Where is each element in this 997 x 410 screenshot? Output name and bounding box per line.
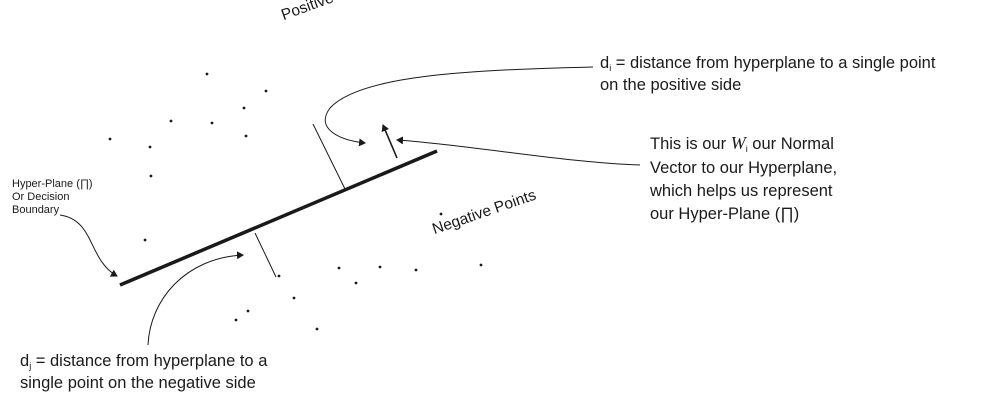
normal-label-line2: Vector to our Hyperplane, — [650, 158, 838, 177]
hyperplane-label-line3: Boundary — [12, 204, 60, 217]
w-symbol: W — [730, 133, 746, 153]
di-callout-arrow — [324, 66, 594, 147]
point-positive — [108, 137, 112, 141]
point-positive — [242, 106, 246, 110]
di-line1-text: = distance from hyperplane to a single p… — [611, 54, 936, 72]
point-negative — [479, 263, 483, 267]
point-positive — [264, 89, 268, 93]
point-positive — [149, 174, 153, 178]
point-negative — [143, 238, 147, 242]
hyperplane-label-line2: Or Decision — [12, 191, 70, 204]
hyperplane-line — [119, 149, 438, 287]
dj-label-line2: single point on the negative side — [20, 373, 256, 392]
normal-vector-arrow — [381, 124, 398, 159]
normal-label-pre: This is our — [650, 135, 731, 153]
point-positive — [148, 145, 152, 149]
di-symbol: d — [600, 54, 610, 72]
normal-label-line3: which helps us represent — [650, 181, 833, 200]
hyperplane-callout-arrow — [59, 214, 118, 277]
positive-distance-line — [312, 123, 346, 190]
point-negative — [292, 296, 296, 300]
point-positive — [244, 134, 248, 138]
point-negative — [246, 309, 250, 313]
di-label-line1: di = distance from hyperplane to a singl… — [600, 53, 935, 75]
di-label: di = distance from hyperplane to a singl… — [600, 53, 935, 96]
point-negative — [277, 274, 281, 278]
point-negative — [234, 318, 238, 322]
di-label-line2: on the positive side — [600, 75, 742, 94]
point-positive — [210, 121, 214, 125]
point-positive — [169, 119, 173, 123]
dj-label: dj = distance from hyperplane to a singl… — [20, 351, 267, 394]
negative-distance-line — [254, 232, 277, 278]
point-positive — [205, 72, 209, 76]
point-negative — [439, 212, 443, 216]
dj-line1-text: = distance from hyperplane to a — [31, 352, 268, 370]
dj-symbol: d — [20, 352, 30, 370]
hyperplane-label-line1: Hyper-Plane (∏) — [12, 178, 93, 190]
point-negative — [337, 266, 341, 270]
negative-points — [143, 212, 483, 331]
di-subscript: i — [609, 63, 612, 73]
normal-label-line1: This is our Wi our Normal — [650, 131, 837, 157]
dj-label-line1: dj = distance from hyperplane to a — [20, 351, 267, 373]
point-negative — [414, 268, 418, 272]
normal-vector-label: This is our Wi our Normal Vector to our … — [650, 131, 837, 227]
normal-label-line4: our Hyper-Plane (∏) — [650, 205, 800, 224]
point-negative — [315, 327, 319, 331]
point-negative — [354, 281, 358, 285]
normal-callout-arrow — [396, 136, 641, 166]
normal-label-post: our Normal — [747, 135, 834, 153]
w-subscript: i — [745, 144, 748, 154]
dj-subscript: j — [29, 361, 32, 371]
dj-callout-arrow — [147, 251, 244, 346]
point-negative — [378, 265, 382, 269]
hyperplane-label: Hyper-Plane (∏) Or Decision Boundary — [12, 178, 93, 218]
positive-points — [108, 72, 268, 178]
